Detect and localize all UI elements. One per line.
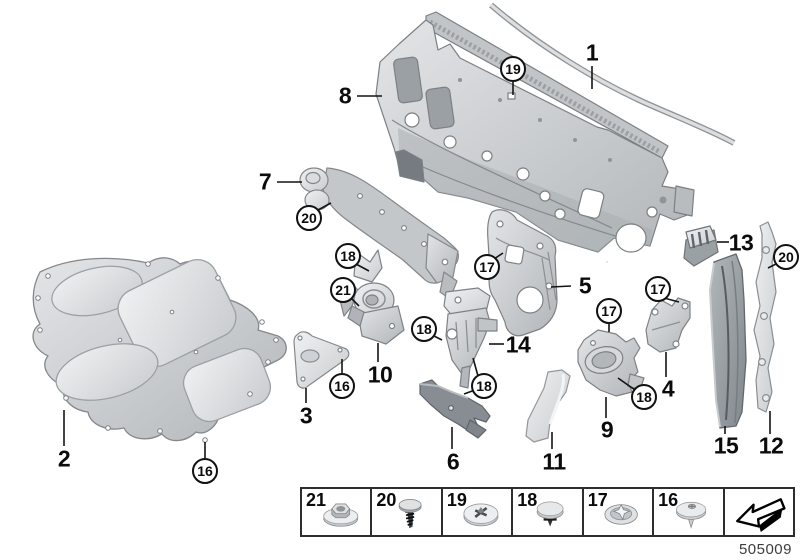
legend-item-label: 20 — [376, 490, 397, 510]
leader-lines — [63, 66, 779, 458]
part-3-shape[interactable] — [293, 331, 350, 389]
part-4-shape[interactable] — [645, 297, 691, 353]
fastener-callout-20[interactable]: 20 — [296, 205, 322, 231]
legend-item-label: 21 — [306, 490, 327, 510]
spring-washer-clip-fastener-icon — [604, 503, 638, 525]
part-label-11[interactable]: 11 — [542, 448, 566, 475]
expanding-rivet-fastener-icon — [537, 501, 564, 527]
part-8-shape[interactable] — [375, 11, 695, 263]
fastener-callout-17[interactable]: 17 — [645, 276, 671, 302]
part-2-shape[interactable] — [32, 253, 287, 443]
fastener-callout-17[interactable]: 17 — [596, 298, 622, 324]
fastener-legend: 21 20 19 18 — [300, 487, 795, 537]
legend-item-20[interactable]: 20 — [372, 489, 443, 535]
part-7-shape[interactable] — [299, 167, 459, 300]
part-9-shape[interactable] — [577, 329, 645, 397]
part-label-14[interactable]: 14 — [505, 331, 531, 358]
fastener-callout-18[interactable]: 18 — [411, 316, 437, 342]
part-14-shape[interactable] — [443, 287, 498, 389]
part-label-3[interactable]: 3 — [299, 402, 313, 429]
fastener-callout-17[interactable]: 17 — [474, 254, 500, 280]
part-12-shape[interactable] — [753, 221, 777, 413]
legend-item-label: 19 — [446, 490, 467, 510]
part-label-13[interactable]: 13 — [728, 229, 754, 256]
part-label-12[interactable]: 12 — [758, 432, 784, 459]
legend-item-21[interactable]: 21 — [302, 489, 373, 535]
part-label-15[interactable]: 15 — [713, 432, 739, 459]
fastener-callout-16[interactable]: 16 — [192, 458, 218, 484]
part-label-4[interactable]: 4 — [661, 375, 675, 402]
legend-item-16[interactable]: 16 — [654, 489, 725, 535]
fastener-callout-19[interactable]: 19 — [500, 56, 526, 82]
part-label-10[interactable]: 10 — [367, 361, 393, 388]
legend-item-19[interactable]: 19 — [443, 489, 514, 535]
diagram-sheet-number: 505009 — [738, 541, 792, 558]
continued-arrow-icon — [735, 498, 786, 532]
part-label-5[interactable]: 5 — [578, 272, 592, 299]
legend-item-label: 18 — [517, 490, 538, 510]
part-6-shape[interactable] — [419, 379, 491, 439]
fastener-callout-18[interactable]: 18 — [471, 373, 497, 399]
hex-nut-fastener-icon — [323, 503, 359, 527]
part-11-shape[interactable] — [525, 369, 571, 443]
part-label-6[interactable]: 6 — [446, 448, 460, 475]
part-label-9[interactable]: 9 — [600, 416, 614, 443]
legend-item-continued[interactable] — [725, 489, 793, 535]
sheet-metal-screw-fastener-icon — [676, 501, 707, 529]
fastener-callout-16[interactable]: 16 — [329, 373, 355, 399]
fastener-callout-18[interactable]: 18 — [335, 243, 361, 269]
plastic-screw-fastener-icon — [398, 499, 422, 529]
part-5-shape[interactable] — [487, 209, 558, 337]
fastener-callout-21[interactable]: 21 — [330, 277, 356, 303]
part-1-shape[interactable] — [489, 2, 736, 146]
phillips-washer-fastener-icon — [463, 503, 499, 527]
part-label-2[interactable]: 2 — [57, 445, 71, 472]
legend-item-label: 17 — [587, 490, 608, 510]
fastener-callout-20[interactable]: 20 — [773, 244, 799, 270]
fastener-callout-18[interactable]: 18 — [631, 384, 657, 410]
part-label-7[interactable]: 7 — [258, 168, 272, 195]
legend-item-18[interactable]: 18 — [513, 489, 584, 535]
part-label-8[interactable]: 8 — [338, 82, 352, 109]
legend-item-17[interactable]: 17 — [584, 489, 655, 535]
part-15-shape[interactable] — [709, 253, 747, 429]
part-label-1[interactable]: 1 — [585, 39, 599, 66]
part-13-shape[interactable] — [683, 225, 719, 267]
legend-item-label: 16 — [658, 490, 679, 510]
